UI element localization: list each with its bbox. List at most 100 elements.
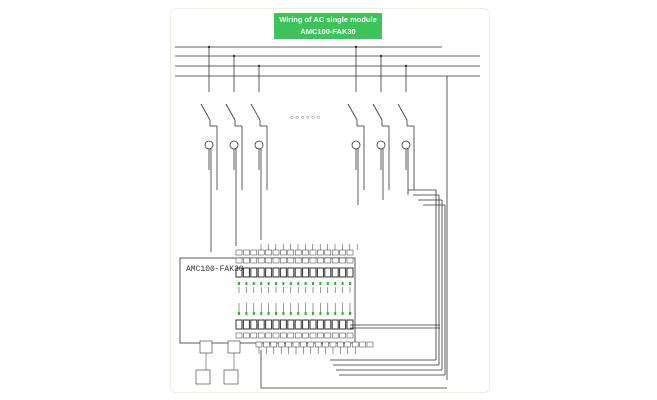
junction-dot — [354, 45, 358, 49]
terminal-label — [294, 332, 302, 339]
led-indicator — [245, 282, 248, 285]
breaker-switch — [347, 103, 358, 121]
relay-contact — [309, 319, 317, 330]
terminal-top — [250, 249, 258, 256]
terminal-top — [287, 249, 295, 256]
led-indicator — [275, 282, 277, 285]
terminal-label — [346, 257, 354, 264]
relay-contact — [316, 319, 324, 330]
module-label: AMC100-FAK30 — [186, 265, 244, 274]
relay-contact — [265, 267, 273, 278]
terminal-bottom — [337, 341, 344, 348]
aux-device — [195, 369, 211, 385]
terminal-label — [272, 332, 280, 339]
led-indicator — [238, 282, 240, 285]
led-indicator — [319, 312, 322, 315]
terminal-bottom — [314, 341, 322, 348]
relay-contact — [257, 267, 265, 278]
terminal-label — [339, 257, 346, 264]
terminal-label — [331, 257, 339, 264]
relay-contact — [331, 267, 339, 278]
terminal-label — [317, 257, 324, 264]
relay-contact — [316, 267, 324, 278]
relay-contact — [309, 267, 317, 278]
led-indicator — [312, 282, 314, 285]
relay-contact — [294, 267, 302, 278]
led-indicator — [319, 282, 322, 285]
aux-terminal — [227, 340, 241, 354]
breaker-switch — [372, 103, 383, 121]
led-indicator — [304, 312, 307, 315]
terminal-bottom — [292, 341, 300, 348]
breaker-switch — [250, 103, 261, 121]
led-indicator — [334, 282, 337, 285]
current-transformer-icon — [229, 140, 239, 150]
terminal-label — [257, 332, 265, 339]
terminal-label — [317, 332, 324, 339]
led-indicator — [349, 312, 351, 315]
terminal-top — [346, 249, 354, 256]
junction-dot — [404, 64, 408, 68]
relay-contact — [272, 319, 280, 330]
relay-contact — [242, 319, 250, 330]
led-indicator — [282, 282, 285, 285]
relay-contact — [324, 319, 332, 330]
terminal-top — [294, 249, 302, 256]
led-indicator — [326, 312, 329, 315]
terminal-bottom — [270, 341, 278, 348]
terminal-label — [250, 332, 258, 339]
terminal-label — [235, 257, 243, 264]
relay-contact — [346, 267, 354, 278]
terminal-label — [243, 332, 250, 339]
terminal-label — [265, 257, 272, 264]
relay-contact — [279, 267, 287, 278]
terminal-top — [324, 249, 332, 256]
terminal-label — [265, 332, 272, 339]
relay-contact — [242, 267, 250, 278]
terminal-label — [309, 257, 317, 264]
led-indicator — [260, 282, 263, 285]
terminal-top — [309, 249, 317, 256]
terminal-bottom — [307, 341, 315, 348]
terminal-label — [272, 257, 280, 264]
terminal-bottom — [277, 341, 285, 348]
led-indicator — [341, 282, 344, 285]
terminal-bottom — [322, 341, 329, 348]
current-transformer-icon — [254, 140, 264, 150]
terminal-label — [250, 257, 258, 264]
relay-contact — [331, 319, 339, 330]
ellipsis-dots: ○ ○ ○ ○ ○ ○ — [290, 115, 320, 121]
relay-contact — [287, 267, 295, 278]
led-indicator — [289, 312, 292, 315]
terminal-top — [331, 249, 339, 256]
terminal-label — [280, 332, 287, 339]
breaker-switch — [397, 103, 408, 121]
terminal-label — [287, 257, 295, 264]
terminal-bottom — [366, 341, 374, 348]
led-indicator — [275, 312, 277, 315]
led-indicator — [252, 282, 255, 285]
terminal-bottom — [359, 341, 366, 348]
terminal-bottom — [255, 341, 263, 348]
terminal-label — [302, 332, 309, 339]
breaker-switch — [200, 103, 211, 121]
led-indicator — [252, 312, 255, 315]
terminal-bottom — [351, 341, 359, 348]
relay-contact — [339, 267, 347, 278]
terminal-bottom — [344, 341, 352, 348]
current-transformer-icon — [351, 140, 361, 150]
relay-contact — [235, 267, 243, 278]
terminal-label — [235, 332, 243, 339]
terminal-top — [302, 249, 309, 256]
title-line-1: Wiring of AC single module — [279, 15, 377, 24]
terminal-label — [331, 332, 339, 339]
relay-contact — [250, 267, 258, 278]
terminal-top — [243, 249, 250, 256]
terminal-top — [280, 249, 287, 256]
current-transformer-icon — [376, 140, 386, 150]
terminal-top — [272, 249, 280, 256]
led-indicator — [289, 282, 292, 285]
terminal-label — [339, 332, 346, 339]
led-indicator — [297, 312, 300, 315]
